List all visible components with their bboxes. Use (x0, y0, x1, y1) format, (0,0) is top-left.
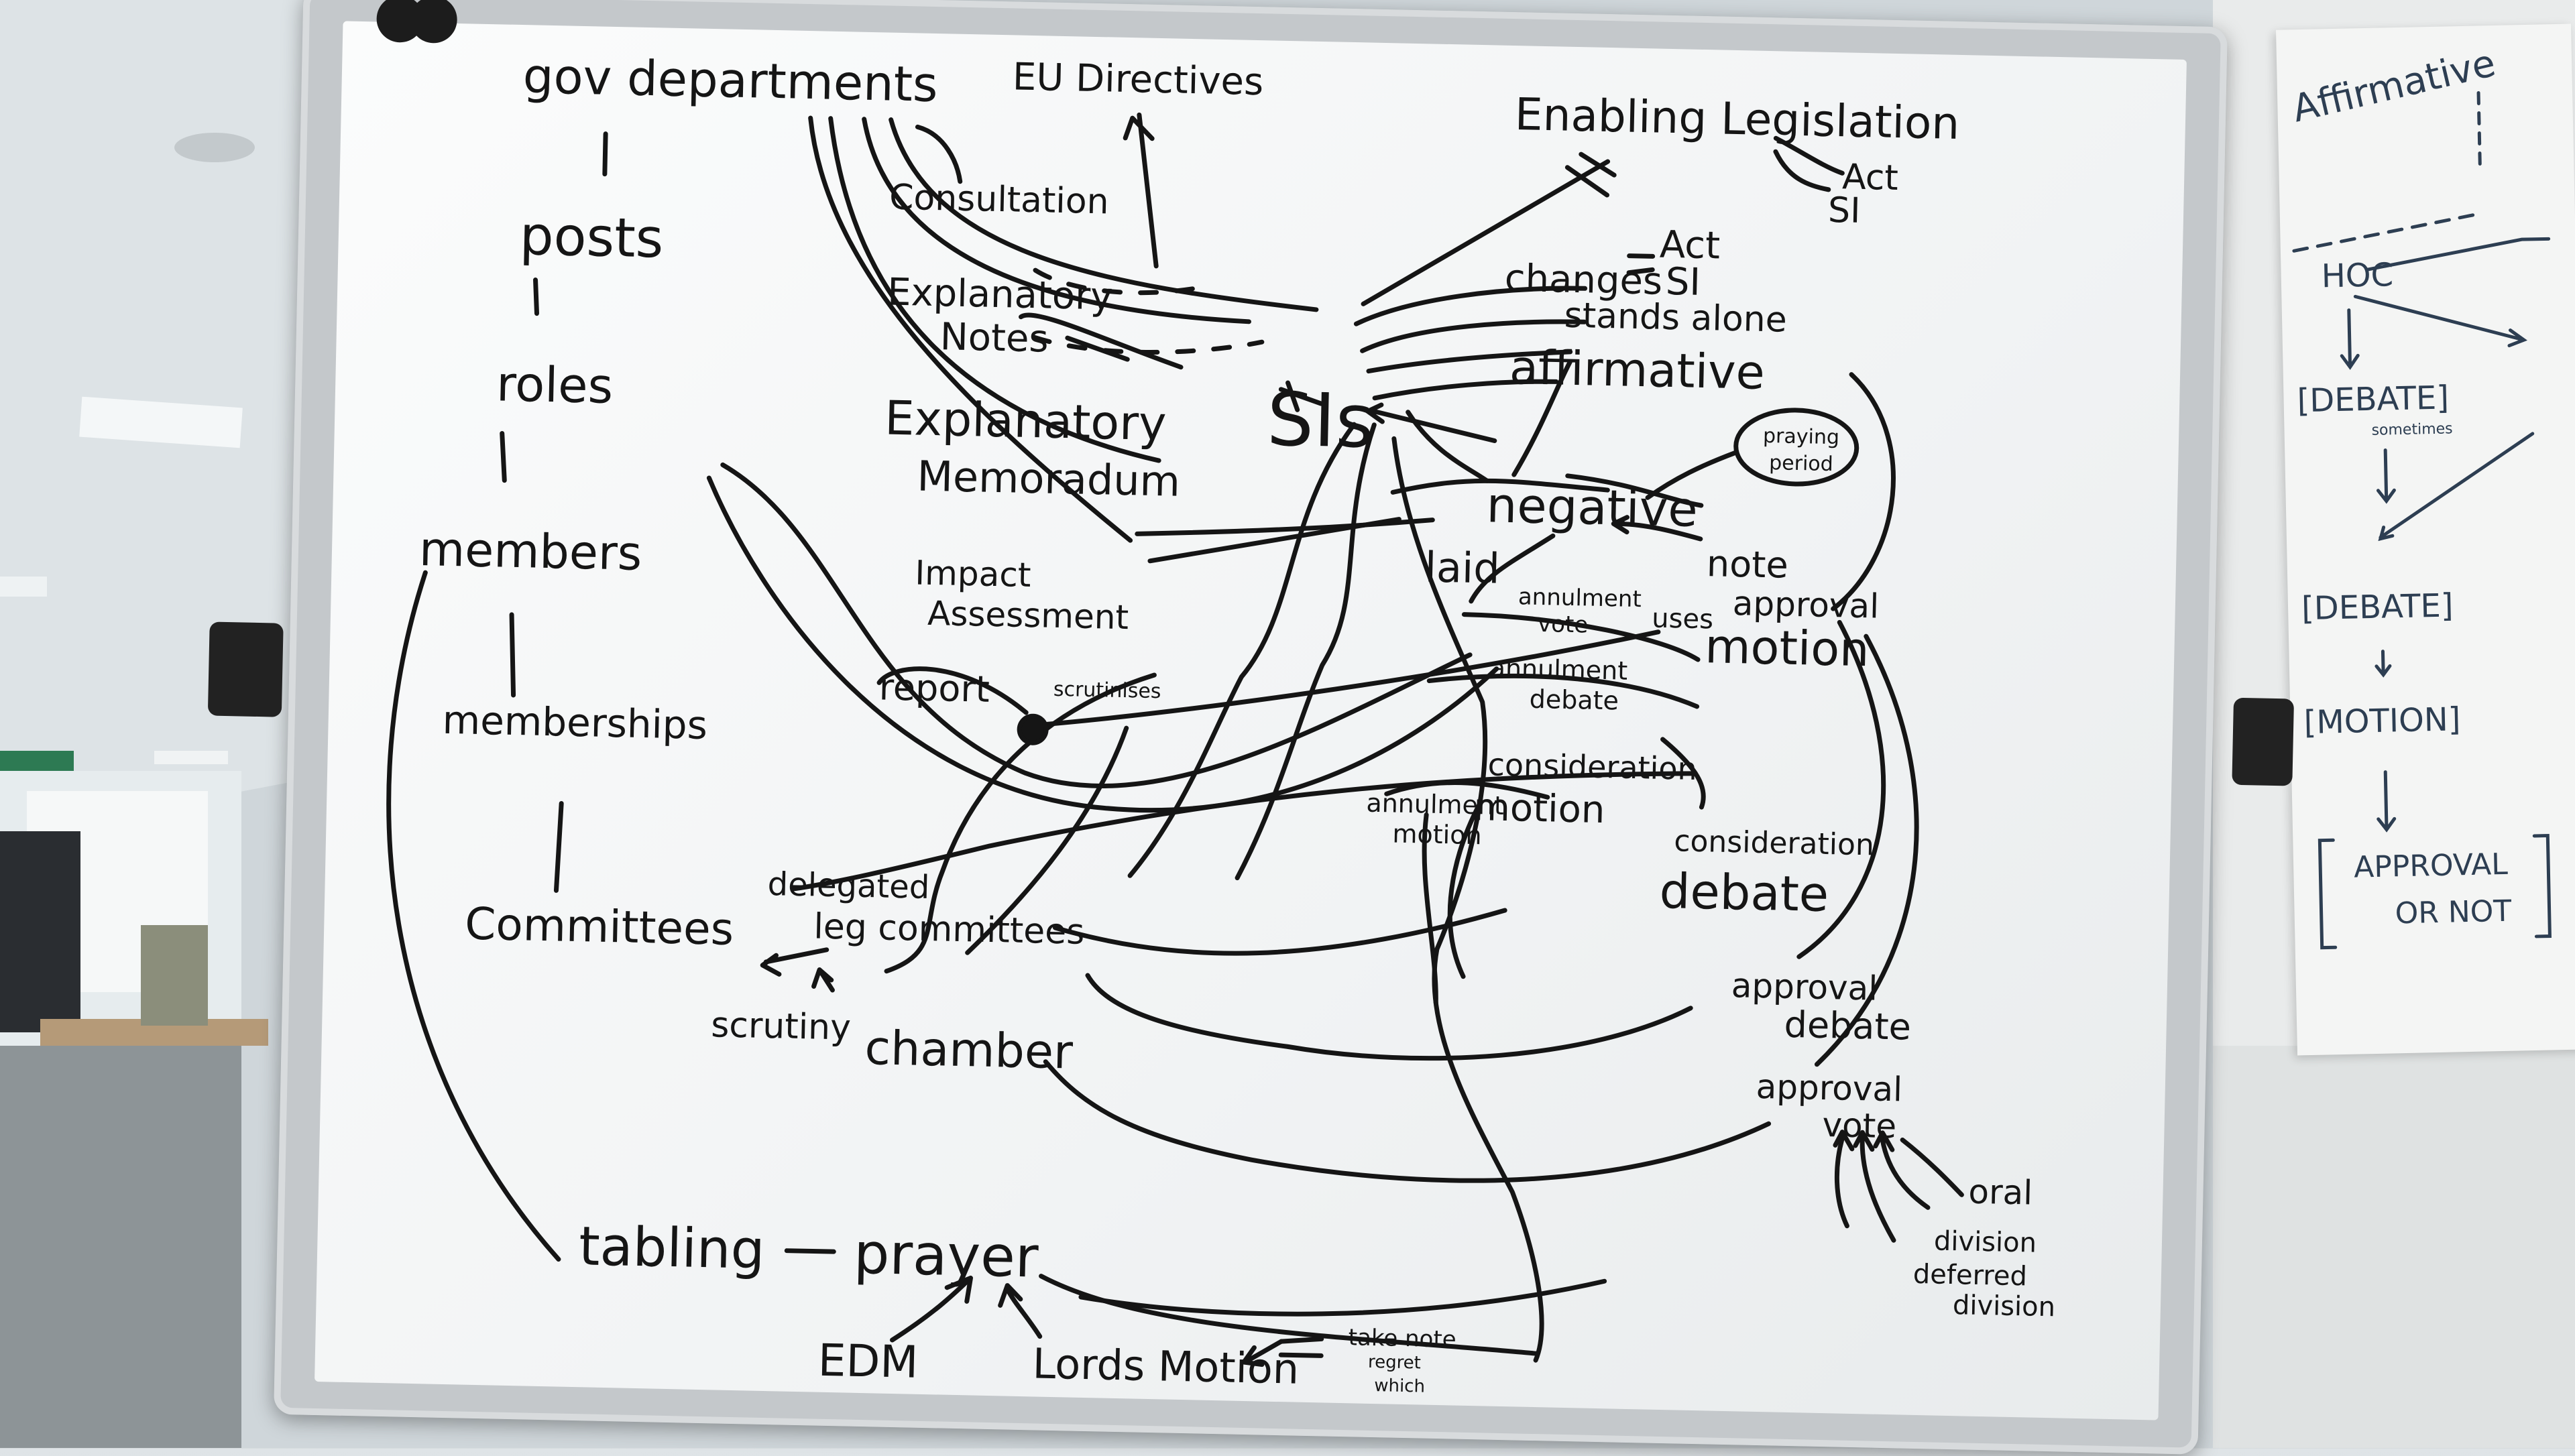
label-deferred-1: deferred (1912, 1258, 2028, 1292)
label-posts: posts (518, 204, 665, 270)
label-members: members (418, 521, 643, 581)
label-roles: roles (496, 355, 614, 414)
label-explanatory-notes-2: Notes (939, 315, 1049, 361)
label-delegated-1: delegated (767, 865, 930, 907)
label-explanatory-notes-1: Explanatory (886, 270, 1114, 319)
label-annulment-debate-1: annulment (1489, 653, 1628, 686)
label-annulment-vote-1: annulment (1518, 583, 1642, 613)
flipchart-strokes (2292, 90, 2552, 950)
label-memberships: memberships (442, 696, 708, 749)
label-approval-vote-1: approval (1756, 1067, 1903, 1109)
label-take-note-3: which (1373, 1376, 1426, 1397)
label-consideration-motion-1: consideration (1487, 746, 1698, 787)
label-enabling-legislation: Enabling Legislation (1514, 88, 1960, 149)
whiteboard: gov departments EU Directives Enabling L… (207, 0, 2295, 1455)
label-negative: negative (1485, 477, 1699, 538)
label-lords-motion: Lords Motion (1032, 1339, 1300, 1394)
label-impact-assessment-1: Impact (914, 553, 1032, 595)
label-report: report (878, 666, 990, 711)
label-laid: laid (1424, 542, 1501, 593)
label-changes: changes (1504, 256, 1663, 304)
label-chamber: chamber (864, 1020, 1074, 1080)
label-praying-2: period (1768, 451, 1834, 477)
label-approval-debate-2: debate (1784, 1003, 1912, 1048)
label-consideration-debate-2: debate (1658, 862, 1830, 923)
label-tabling: tabling (578, 1215, 766, 1281)
frame-knob-left (207, 621, 284, 717)
label-division: division (1933, 1225, 2037, 1259)
label-approval-vote-2: vote (1821, 1105, 1897, 1146)
mind-map-connectors (386, 112, 1964, 1368)
label-annulment-motion-2: motion (1392, 818, 1483, 851)
label-scrutiny: scrutiny (710, 1005, 852, 1048)
frame-knob-right (2232, 697, 2295, 786)
flipchart-approval-2: OR NOT (2395, 894, 2512, 931)
label-annulment-motion-1: annulment (1366, 788, 1505, 821)
label-approval-debate-1: approval (1731, 966, 1878, 1008)
flipchart-debate-1: [DEBATE] (2297, 379, 2450, 420)
label-affirmative: affirmative (1509, 339, 1766, 400)
label-edm: EDM (817, 1334, 919, 1388)
label-impact-assessment-2: Assessment (927, 593, 1129, 638)
label-eu-directives: EU Directives (1012, 55, 1264, 105)
label-consideration-debate-1: consideration (1673, 824, 1875, 863)
flipchart-hoc: HOC (2321, 256, 2394, 296)
flipchart-approval-1: APPROVAL (2353, 847, 2509, 885)
flipchart-debate-2: [DEBATE] (2301, 587, 2454, 628)
flipchart-sometimes: sometimes (2371, 420, 2453, 439)
label-oral: oral (1967, 1172, 2033, 1213)
label-approval-motion-1: approval (1732, 584, 1880, 626)
label-committees: Committees (464, 898, 734, 955)
label-uses: uses (1651, 603, 1714, 635)
label-consultation: Consultation (889, 177, 1110, 223)
label-sis: SIs (1266, 376, 1375, 465)
label-approval-motion-2: motion (1704, 619, 1870, 678)
label-gov-departments: gov departments (522, 48, 939, 113)
label-scrutinises: scrutinises (1053, 677, 1161, 704)
label-explanatory-memorandum-2: Memoradum (916, 451, 1181, 506)
label-enabling-si: SI (1827, 190, 1862, 231)
label-delegated-2: leg committees (813, 906, 1085, 953)
label-prayer: prayer (853, 1220, 1039, 1290)
label-deferred-2: division (1952, 1290, 2056, 1323)
label-take-note-1: take note (1348, 1324, 1457, 1353)
label-stands-alone: stands alone (1564, 295, 1788, 341)
label-annulment-debate-2: debate (1529, 684, 1619, 716)
flipchart-sheet: Affirmative HOC [DEBATE] sometimes [DEBA… (2276, 23, 2575, 1056)
label-changes-si: SI (1665, 259, 1701, 304)
label-praying-1: praying (1762, 424, 1840, 450)
label-changes-act: Act (1659, 223, 1721, 268)
label-annulment-vote-2: vote (1537, 610, 1589, 639)
label-note: note (1706, 542, 1789, 587)
label-take-note-2: regret (1367, 1351, 1422, 1374)
label-explanatory-memorandum-1: Explanatory (884, 390, 1167, 452)
flipchart-motion: [MOTION] (2303, 701, 2462, 742)
